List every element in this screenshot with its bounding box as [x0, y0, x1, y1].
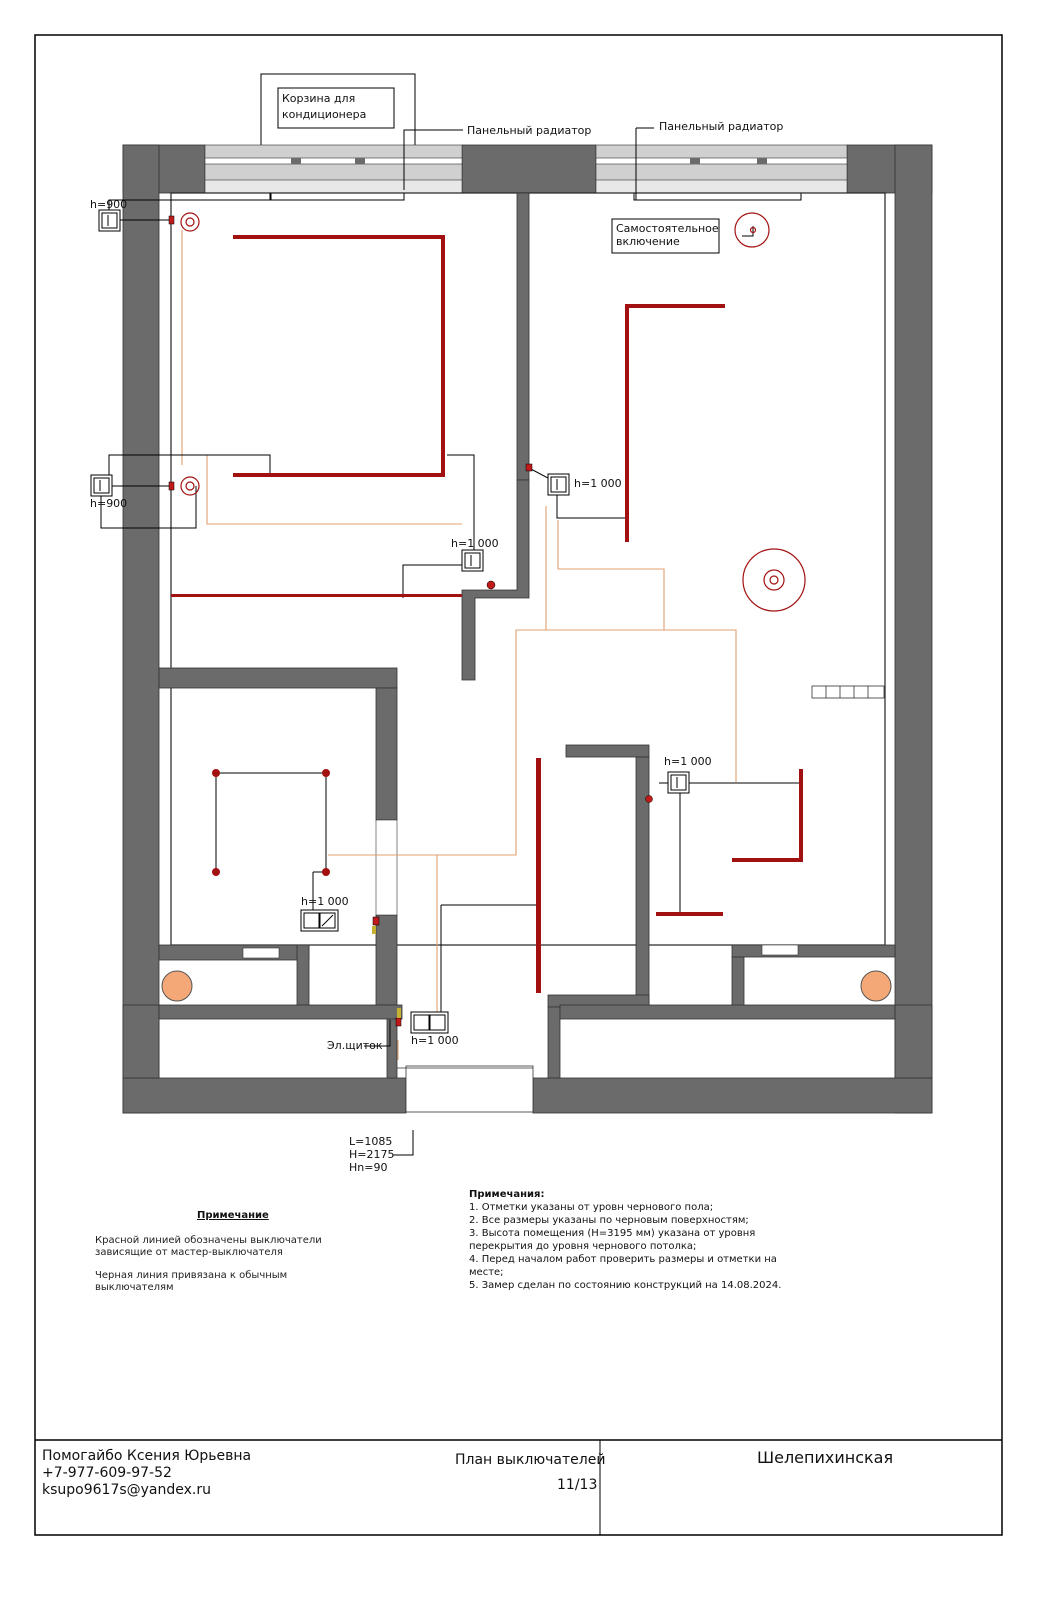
label-door-hp: Hn=90 [349, 1161, 387, 1174]
label-independent-2: включение [616, 235, 680, 248]
wiring-black [100, 128, 800, 1156]
leader-lines [364, 127, 654, 1047]
project-name: Шелепихинская [757, 1448, 894, 1467]
legend-black-line: Черная линия привязана к обычным выключа… [95, 1270, 288, 1293]
remark-4: 4. Перед началом работ проверить размеры… [469, 1254, 777, 1265]
remark-2: 2. Все размеры указаны по черновым повер… [469, 1215, 749, 1226]
label-door-l: L=1085 [349, 1135, 392, 1148]
label-radiator-2: Панельный радиатор [659, 120, 783, 133]
vent-grille [811, 685, 885, 699]
panel-marker-2 [397, 1008, 401, 1018]
author-phone: +7-977-609-97-52 [42, 1465, 172, 1481]
window-mullions [291, 158, 767, 164]
legend-title: Примечание [197, 1210, 269, 1221]
label-independent-1: Самостоятельное [616, 222, 719, 235]
remarks-title: Примечания: [469, 1189, 545, 1200]
riser-pipe-right [860, 970, 892, 1002]
panel-radiator-left [270, 192, 405, 201]
switch-bathroom-double [300, 909, 339, 932]
label-h1000-right: h=1 000 [574, 477, 622, 490]
remark-4b: месте; [469, 1267, 504, 1278]
author-name: Помогайбо Ксения Юрьевна [42, 1448, 252, 1464]
label-radiator-1: Панельный радиатор [467, 124, 591, 137]
riser-pipe-left [161, 970, 193, 1002]
independent-switch-label-box [611, 218, 720, 254]
red-lamp-lines [171, 235, 803, 993]
wiring-orange [181, 230, 737, 1060]
switch-bedroom-top [98, 209, 121, 232]
switch-living [547, 473, 570, 496]
label-h900-top: h=900 [90, 198, 127, 211]
label-h900-mid: h=900 [90, 497, 127, 510]
ceiling-light-bedroom [180, 212, 200, 232]
outer-walls [122, 144, 933, 1114]
switch-bedroom-mid [90, 474, 113, 497]
windows-top [204, 144, 848, 194]
ac-basket-label-2: кондиционера [282, 108, 366, 121]
remark-1: 1. Отметки указаны от уровн чернового по… [469, 1202, 714, 1213]
remarks-block: Примечания: 1. Отметки указаны от уровн … [469, 1188, 869, 1292]
label-h1000-bath: h=1 000 [301, 895, 349, 908]
label-h1000-center: h=1 000 [451, 537, 499, 550]
switch-center [461, 549, 484, 572]
interior-walls [158, 192, 896, 1079]
label-panel: Эл.щиток [327, 1039, 383, 1052]
legend-red-line: Красной линией обозначены выключатели за… [95, 1235, 322, 1258]
switch-markers-red [168, 215, 653, 1027]
sheet-frame [34, 34, 1003, 1536]
author-email: ksupo9617s@yandex.ru [42, 1482, 212, 1498]
interior-wall-details [242, 819, 799, 959]
label-h1000-hall: h=1 000 [411, 1034, 459, 1047]
remark-3b: перекрытия до уровня чернового потолка; [469, 1241, 697, 1252]
panel-radiator-right [633, 192, 802, 201]
switch-kitchen [667, 771, 690, 794]
remark-5: 5. Замер сделан по состоянию конструкций… [469, 1280, 782, 1291]
label-door-h: H=2175 [349, 1148, 394, 1161]
ac-basket-label-1: Корзина для [282, 92, 355, 105]
entrance-door-opening [405, 1065, 534, 1113]
independent-light [734, 212, 770, 248]
spot-lights-bath [212, 769, 330, 876]
sheet-number: 11/13 [557, 1477, 598, 1493]
label-h1000-lower-right: h=1 000 [664, 755, 712, 768]
sheet-title: План выключателей [455, 1452, 606, 1468]
remark-3: 3. Высота помещения (H=3195 мм) указана … [469, 1228, 756, 1239]
panel-marker [372, 926, 376, 934]
ceiling-light-bedroom-2 [180, 476, 200, 496]
chandelier-living [742, 548, 806, 612]
ac-basket-label-box [277, 87, 395, 129]
switch-hall-double [410, 1011, 449, 1034]
